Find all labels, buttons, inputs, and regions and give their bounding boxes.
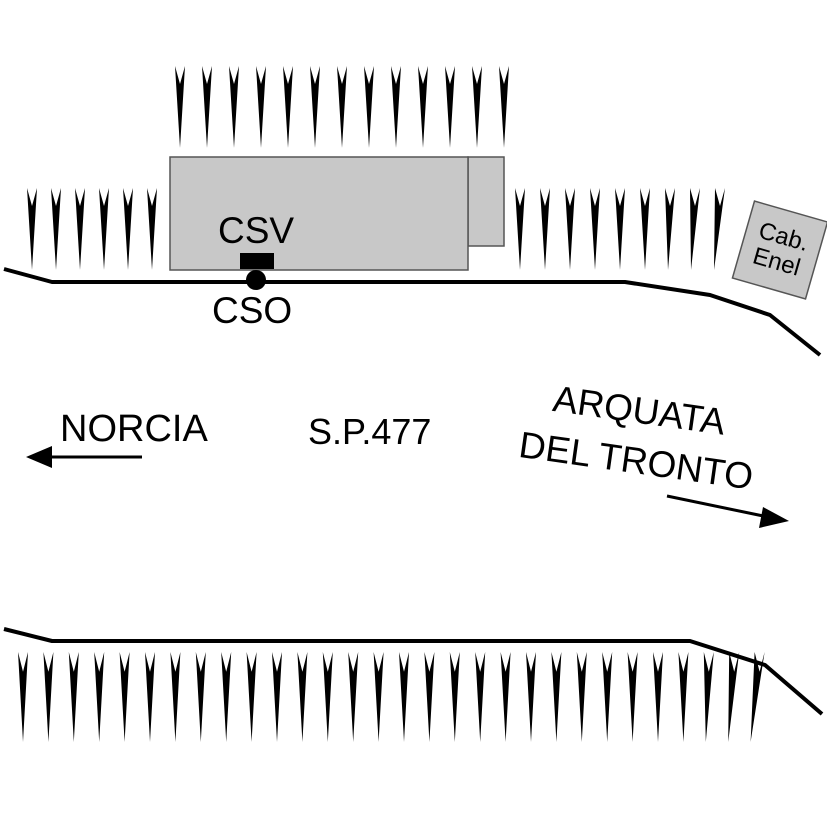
tree-spike-icon [391, 66, 401, 148]
tree-spike-icon [283, 66, 293, 148]
cabin-box [731, 200, 827, 300]
tree-spike-icon [602, 652, 613, 742]
tree-spike-icon [119, 652, 130, 742]
tree-spike-icon [515, 188, 525, 270]
csv-marker [240, 253, 274, 269]
tree-spike-icon [418, 66, 428, 148]
tree-spike-icon [310, 66, 320, 148]
tree-spike-icon [348, 652, 359, 742]
cso-label: CSO [212, 290, 293, 331]
tree-spike-icon [373, 652, 384, 742]
tree-rows [18, 66, 765, 742]
tree-spike-icon [499, 66, 509, 148]
tree-spike-icon [728, 652, 740, 742]
tree-spike-icon [27, 188, 37, 270]
tree-spike-icon [256, 66, 266, 148]
road-edge-top [3, 267, 822, 357]
tree-spike-icon [297, 652, 308, 742]
tree-spike-icon [500, 652, 511, 742]
building-annex [467, 156, 505, 247]
tree-spike-icon [147, 188, 157, 270]
tree-spike-icon [202, 66, 212, 148]
tree-spike-icon [94, 652, 105, 742]
road-edge-bottom [3, 627, 824, 716]
tree-spike-icon [424, 652, 435, 742]
tree-spike-icon [678, 652, 689, 742]
tree-spike-icon [472, 66, 482, 148]
tree-spike-icon [272, 652, 282, 742]
tree-spike-icon [640, 188, 650, 270]
tree-spike-icon [690, 188, 700, 270]
tree-spike-icon [175, 66, 185, 148]
tree-spike-icon [51, 188, 61, 270]
tree-spike-icon [449, 652, 460, 742]
tree-spike-icon [195, 652, 206, 742]
tree-spike-icon [627, 652, 638, 742]
tree-spike-icon [714, 188, 725, 270]
building-main [169, 156, 469, 271]
tree-spike-icon [246, 652, 257, 742]
tree-spike-icon [445, 66, 455, 148]
tree-spike-icon [170, 652, 181, 742]
tree-spike-icon [551, 652, 562, 742]
tree-spike-icon [229, 66, 239, 148]
tree-spike-icon [145, 652, 155, 742]
arrow-icon-norcia [26, 446, 142, 468]
tree-spike-icon [526, 652, 536, 742]
norcia-label: NORCIA [60, 408, 208, 450]
tree-spike-icon [322, 652, 333, 742]
tree-spike-icon [399, 652, 409, 742]
tree-spike-icon [653, 652, 663, 742]
tree-spike-icon [565, 188, 575, 270]
tree-spike-icon [123, 188, 133, 270]
tree-spike-icon [75, 188, 85, 270]
tree-spike-icon [221, 652, 232, 742]
tree-spike-icon [99, 188, 109, 270]
tree-spike-icon [540, 188, 550, 270]
tree-spike-icon [364, 66, 374, 148]
road-label: S.P.477 [308, 411, 432, 452]
cso-marker-icon [246, 270, 266, 290]
tree-spike-icon [68, 652, 79, 742]
tree-spike-icon [590, 188, 600, 270]
tree-spike-icon [750, 652, 765, 742]
tree-spike-icon [615, 188, 625, 270]
tree-spike-icon [18, 652, 28, 742]
tree-spike-icon [43, 652, 54, 742]
tree-spike-icon [337, 66, 347, 148]
tree-spike-icon [576, 652, 587, 742]
tree-spike-icon [475, 652, 486, 742]
arrow-icon-arquata [666, 494, 789, 528]
tree-spike-icon [703, 652, 714, 742]
tree-spike-icon [665, 188, 675, 270]
csv-label: CSV [218, 210, 295, 251]
